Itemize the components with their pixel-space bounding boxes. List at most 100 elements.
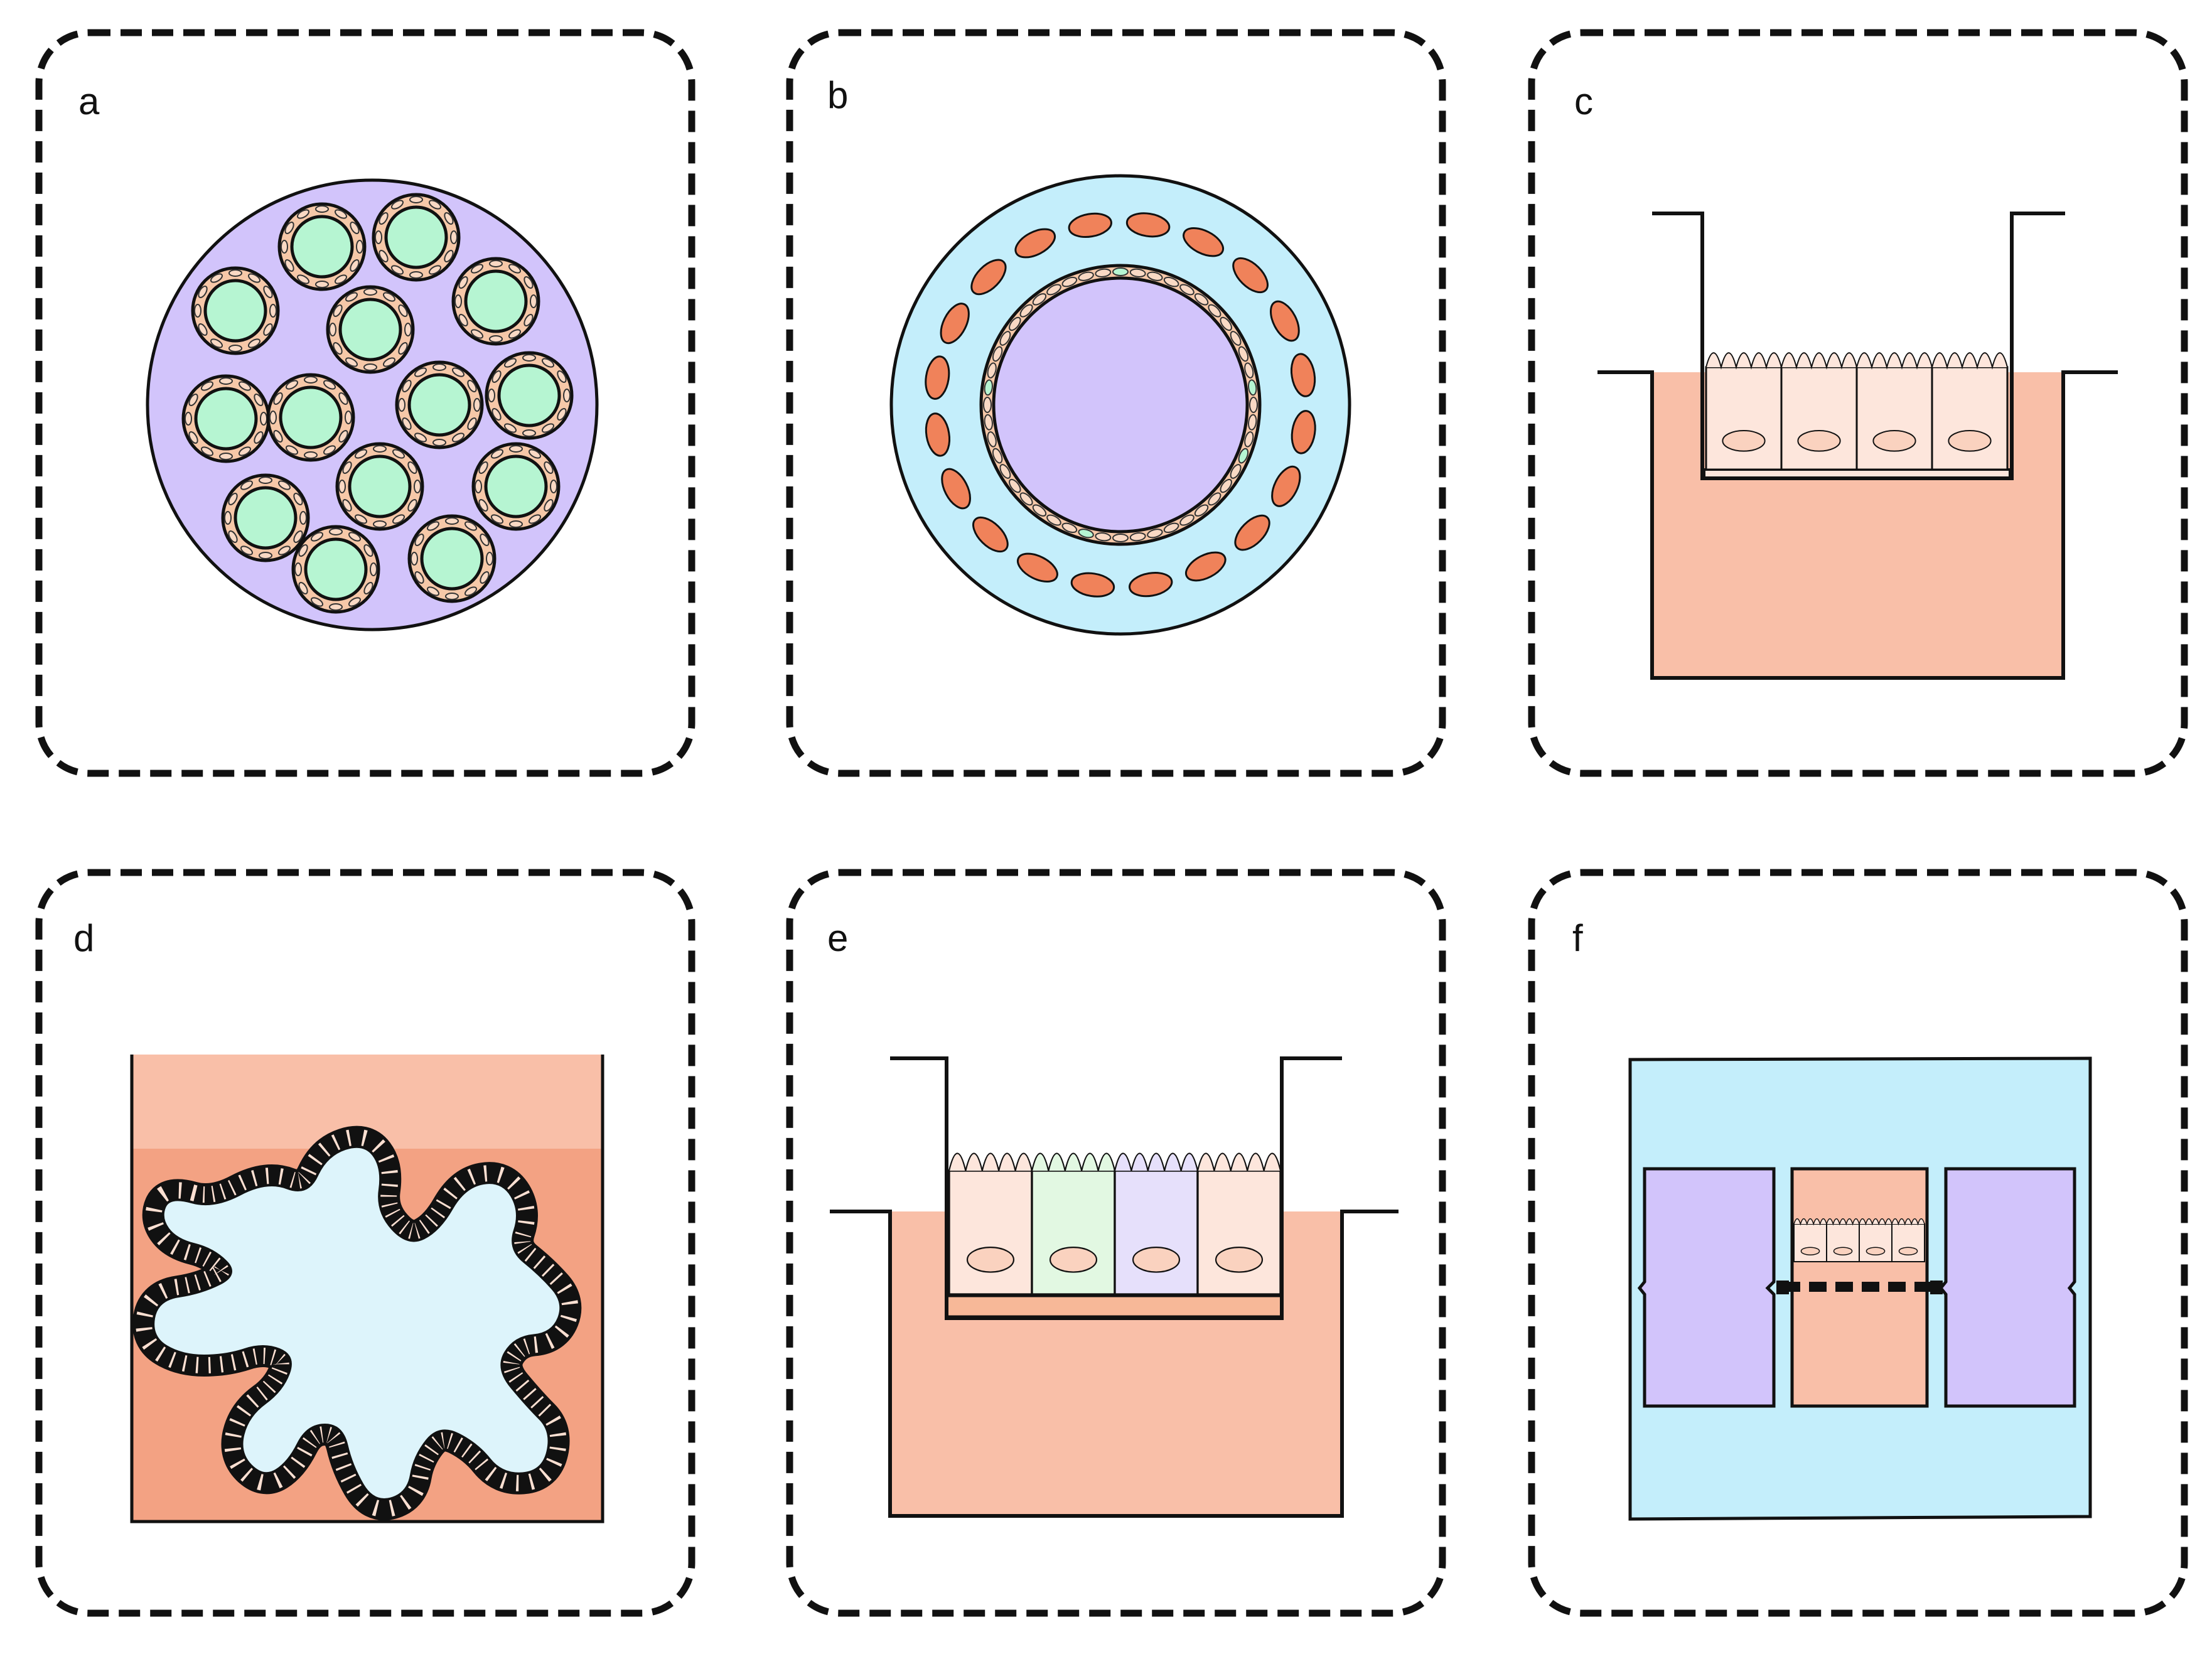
cell-nucleus [557,407,567,421]
stromal-nucleus [1232,257,1269,294]
cell-nucleus [414,533,424,547]
cell-body [1031,1169,1116,1296]
epithelial-cell [1147,271,1163,281]
cell-nucleus [338,392,348,405]
cell-nucleus [200,446,214,456]
cell-nucleus [345,411,352,424]
cell-nucleus [409,271,423,279]
cell-nucleus [194,304,201,318]
insert-wall [1652,212,2065,480]
panel-e-diagram [830,1056,1399,1518]
epithelial-cell [1009,316,1021,331]
cell-nucleus [486,552,493,566]
epithelial-cell [1194,293,1209,306]
cell-nucleus [407,461,417,475]
epithelial-cell [1112,534,1129,542]
epithelial-cell [999,331,1011,346]
microvilli [1891,1218,1925,1226]
cell-nucleus [379,212,389,225]
epithelial-cell [1078,529,1094,539]
stromal-nuclei [925,212,1316,598]
organoid [372,193,461,282]
cell-nucleus [247,273,261,283]
cell-nucleus [563,389,571,402]
panel-letter-b: b [827,74,848,116]
cell-nucleus [188,431,198,444]
cell-nucleus [444,212,454,225]
cell-nucleus [240,480,254,490]
stromal-nucleus [1271,465,1301,507]
cell-nucleus [259,476,272,484]
epithelial-cell [1009,478,1021,493]
epithelial-monolayer [1705,352,2009,471]
cell-nucleus [428,265,442,275]
organoid [395,360,484,449]
stromal-nucleus [970,259,1007,296]
cell-nucleus [489,335,503,343]
cell-nucleus [480,571,490,584]
cell-nucleus [464,521,478,531]
epithelial-cell [987,362,997,379]
epithelial-cell [1032,504,1047,517]
cell-nucleus [450,230,458,244]
cell-nucleus [315,281,329,288]
cell-nucleus [373,445,387,453]
stromal-nucleus [1070,572,1115,598]
microvilli [1826,1218,1860,1226]
cell-nucleus [426,521,440,531]
cell-nucleus [478,461,488,475]
panel-letter-d: d [73,917,94,959]
nucleus [1800,1247,1820,1255]
cell-body [1793,1223,1827,1262]
epithelial-cell [984,414,993,431]
epithelial-cell [1244,431,1254,448]
cell-nucleus [392,514,405,524]
cell-body [1196,1169,1282,1296]
cell-nucleus [409,196,423,203]
cell-nucleus [523,276,534,289]
cell-nucleus [473,398,481,412]
cell-nucleus [342,461,352,475]
cell-nucleus [445,593,459,600]
cell-nucleus [354,514,368,524]
cell-nucleus [277,545,291,556]
cell-body [1826,1223,1860,1262]
cell-nucleus [247,338,261,348]
cell-nucleus [470,264,484,274]
epithelial-cell [992,346,1003,362]
nucleus [1866,1247,1886,1255]
microvilli [1931,352,2008,370]
organoid [451,257,540,346]
well-outline-e [830,1210,1399,1518]
epithelial-cell [1196,1152,1282,1296]
panel-f-diagram [1628,1056,2092,1521]
nucleus [1049,1247,1098,1273]
cell-nucleus [329,603,343,611]
epithelial-cell [1112,267,1129,276]
cell-nucleus [379,249,389,263]
epithelial-cell [1031,1152,1116,1296]
epithelial-cell [987,431,997,448]
cell-nucleus [260,412,267,426]
epithelial-cell [1078,271,1094,281]
cell-nucleus [293,492,303,506]
panel-b-diagram [889,174,1351,636]
cell-body [1705,366,1783,471]
cell-nucleus [544,498,554,512]
lumen [338,298,402,362]
lumen [497,363,561,427]
stromal-nucleus [925,355,950,400]
microvilli [1856,352,1933,370]
cell-nucleus [508,329,522,339]
cell-nucleus [398,304,408,318]
stromal-nucleus [972,516,1009,553]
epithelial-cell [1019,304,1033,318]
cell-nucleus [428,200,442,210]
cell-nucleus [298,581,308,595]
cell-nucleus [329,528,343,535]
cell-nucleus [285,445,299,455]
stromal-layer-e [945,1294,1284,1319]
epithelial-cell [1179,284,1195,296]
vacuum-channel-right [1938,1167,2076,1408]
cell-nucleus [382,292,396,302]
